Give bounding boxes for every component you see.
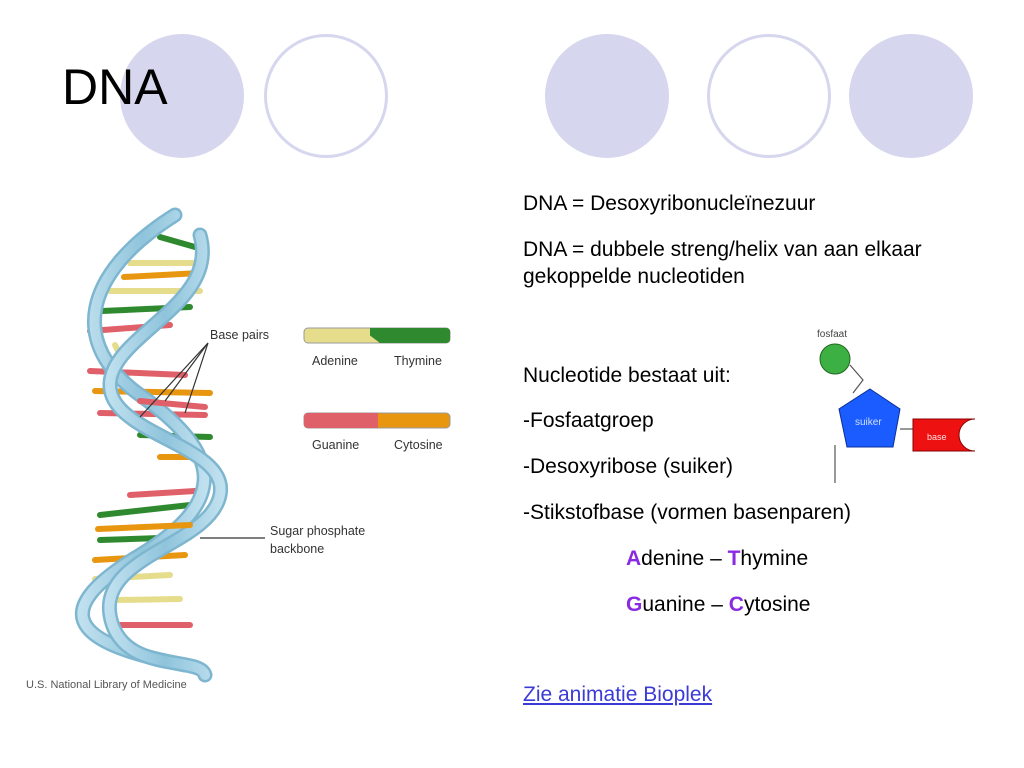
decor-circle-2: [545, 34, 669, 158]
decor-circle-3: [849, 34, 973, 158]
pair-adenine-thymine: Adenine – Thymine: [626, 545, 808, 572]
letter-a: A: [626, 547, 642, 570]
legend-guanine-cytosine: Guanine Cytosine: [303, 412, 451, 452]
phosphate-circle: [819, 343, 851, 375]
label-backbone-2: backbone: [270, 542, 324, 556]
image-credit: U.S. National Library of Medicine: [26, 679, 187, 691]
dna-helix-figure: Base pairs Sugar phosphate backbone Aden…: [26, 207, 451, 691]
text-line-2: DNA = dubbele streng/helix van aan elkaa…: [523, 238, 922, 288]
letter-c: C: [728, 593, 744, 616]
thymine-rest: hymine: [740, 547, 809, 570]
label-thymine: Thymine: [394, 354, 442, 368]
label-base-pairs: Base pairs: [210, 328, 269, 342]
bioplek-animation-link[interactable]: Zie animatie Bioplek: [523, 683, 713, 706]
letter-t: T: [727, 547, 741, 570]
decor-circle-1: [120, 34, 244, 158]
cytosine-rest: ytosine: [743, 593, 811, 616]
text-line-4: -Fosfaatgroep: [523, 409, 654, 432]
pair-dash: –: [704, 547, 728, 570]
slide-title: DNA: [62, 59, 168, 115]
pair-guanine-cytosine: Guanine – Cytosine: [626, 591, 810, 618]
sugar-phosphate-backbone: [74, 207, 228, 683]
base-pair-rungs-front: [95, 398, 208, 532]
decor-ring-1: [264, 34, 388, 158]
text-line-6: -Stikstofbase (vormen basenparen): [523, 501, 851, 524]
text-line-5: -Desoxyribose (suiker): [523, 455, 734, 478]
label-suiker: suiker: [855, 417, 882, 428]
adenine-rest: denine: [641, 547, 705, 570]
label-pointers: [139, 342, 265, 539]
label-cytosine: Cytosine: [394, 438, 443, 452]
phosphate-sugar-bond: [849, 364, 864, 394]
decor-ring-2: [707, 34, 831, 158]
base-block: [912, 418, 976, 452]
legend-adenine-thymine: Adenine Thymine: [303, 327, 451, 368]
text-line-1: DNA = Desoxyribonucleïnezuur: [523, 192, 816, 215]
text-line-3: Nucleotide bestaat uit:: [523, 364, 731, 387]
pair-dash: –: [705, 593, 729, 616]
label-fosfaat: fosfaat: [817, 329, 847, 340]
label-base: base: [927, 432, 947, 442]
label-guanine: Guanine: [312, 438, 359, 452]
nucleotide-diagram: fosfaat suiker base: [817, 329, 976, 483]
guanine-rest: uanine: [642, 593, 706, 616]
sugar-pentagon: [838, 388, 901, 448]
label-backbone-1: Sugar phosphate: [270, 524, 365, 538]
letter-g: G: [626, 593, 643, 616]
label-adenine: Adenine: [312, 354, 358, 368]
